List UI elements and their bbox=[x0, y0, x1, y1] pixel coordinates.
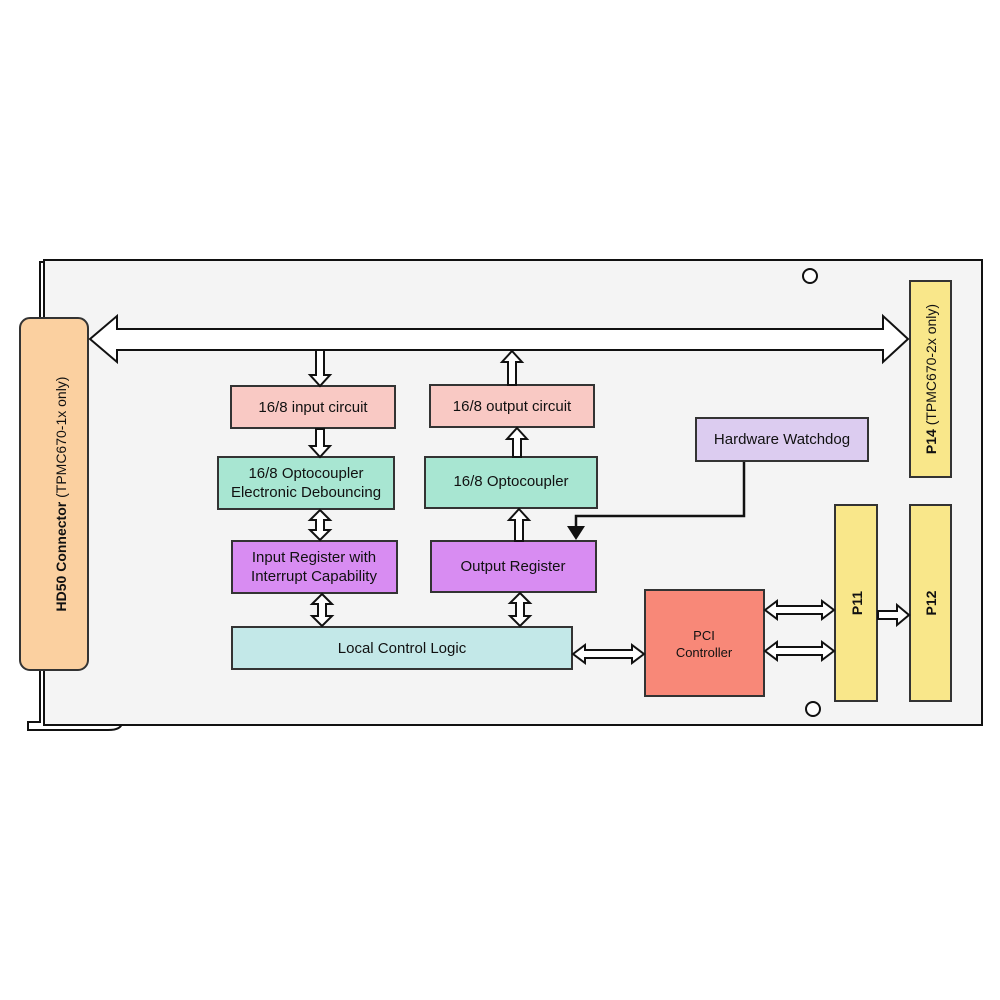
arrow-p11-to-p12 bbox=[877, 602, 911, 628]
arrow-input-circuit-to-optocoupler bbox=[307, 428, 333, 459]
output-register-block: Output Register bbox=[430, 540, 597, 593]
mounting-hole-top-right bbox=[802, 268, 818, 284]
local-control-logic-block: Local Control Logic bbox=[231, 626, 573, 670]
arrow-pci-to-p11-upper bbox=[763, 599, 836, 621]
hardware-watchdog-label: Hardware Watchdog bbox=[714, 431, 850, 448]
input-register-label-line2: Interrupt Capability bbox=[251, 568, 377, 585]
p14-connector: P14 (TPMC670-2x only) bbox=[909, 280, 952, 478]
optocoupler-debouncing-label-line1: 16/8 Optocoupler bbox=[248, 465, 363, 482]
mounting-hole-bottom-right bbox=[805, 701, 821, 717]
arrow-bus-to-input-circuit bbox=[307, 349, 333, 388]
optocoupler-debouncing-block: 16/8 Optocoupler Electronic Debouncing bbox=[217, 456, 395, 510]
pci-controller-block: PCI Controller bbox=[644, 589, 765, 697]
p14-connector-label: P14 (TPMC670-2x only) bbox=[923, 304, 939, 454]
hardware-watchdog-block: Hardware Watchdog bbox=[695, 417, 869, 462]
arrow-output-register-to-control-logic bbox=[507, 591, 533, 628]
p12-connector-label: P12 bbox=[923, 590, 939, 615]
arrow-optocoupler-to-input-register bbox=[307, 508, 333, 542]
input-circuit-label: 16/8 input circuit bbox=[258, 399, 368, 416]
output-optocoupler-block: 16/8 Optocoupler bbox=[424, 456, 598, 509]
hd50-connector: HD50 Connector (TPMC670-1x only) bbox=[19, 317, 89, 671]
arrow-input-register-to-control-logic bbox=[309, 592, 335, 628]
watchdog-arrowhead bbox=[567, 526, 585, 540]
output-circuit-block: 16/8 output circuit bbox=[429, 384, 595, 428]
p12-connector: P12 bbox=[909, 504, 952, 702]
output-optocoupler-label: 16/8 Optocoupler bbox=[453, 473, 568, 490]
watchdog-to-output-register-line bbox=[567, 462, 746, 540]
pci-controller-label-line2: Controller bbox=[676, 645, 733, 660]
p11-connector-label: P11 bbox=[849, 591, 865, 615]
hd50-connector-label: HD50 Connector (TPMC670-1x only) bbox=[53, 377, 69, 612]
output-register-label: Output Register bbox=[460, 558, 565, 575]
arrow-optocoupler-to-output-circuit bbox=[504, 426, 530, 458]
arrow-output-circuit-to-bus bbox=[499, 349, 525, 386]
pci-controller-label-line1: PCI bbox=[693, 628, 715, 643]
local-control-logic-label: Local Control Logic bbox=[338, 640, 467, 657]
optocoupler-debouncing-label-line2: Electronic Debouncing bbox=[231, 484, 381, 501]
input-circuit-block: 16/8 input circuit bbox=[230, 385, 396, 429]
p11-connector: P11 bbox=[834, 504, 878, 702]
output-circuit-label: 16/8 output circuit bbox=[453, 398, 572, 415]
input-register-label-line1: Input Register with bbox=[252, 549, 376, 566]
input-register-block: Input Register with Interrupt Capability bbox=[231, 540, 398, 594]
arrow-control-logic-to-pci bbox=[571, 643, 646, 665]
arrow-pci-to-p11-lower bbox=[763, 640, 836, 662]
arrow-output-register-to-optocoupler bbox=[506, 507, 532, 542]
main-bus-arrow bbox=[88, 313, 910, 365]
